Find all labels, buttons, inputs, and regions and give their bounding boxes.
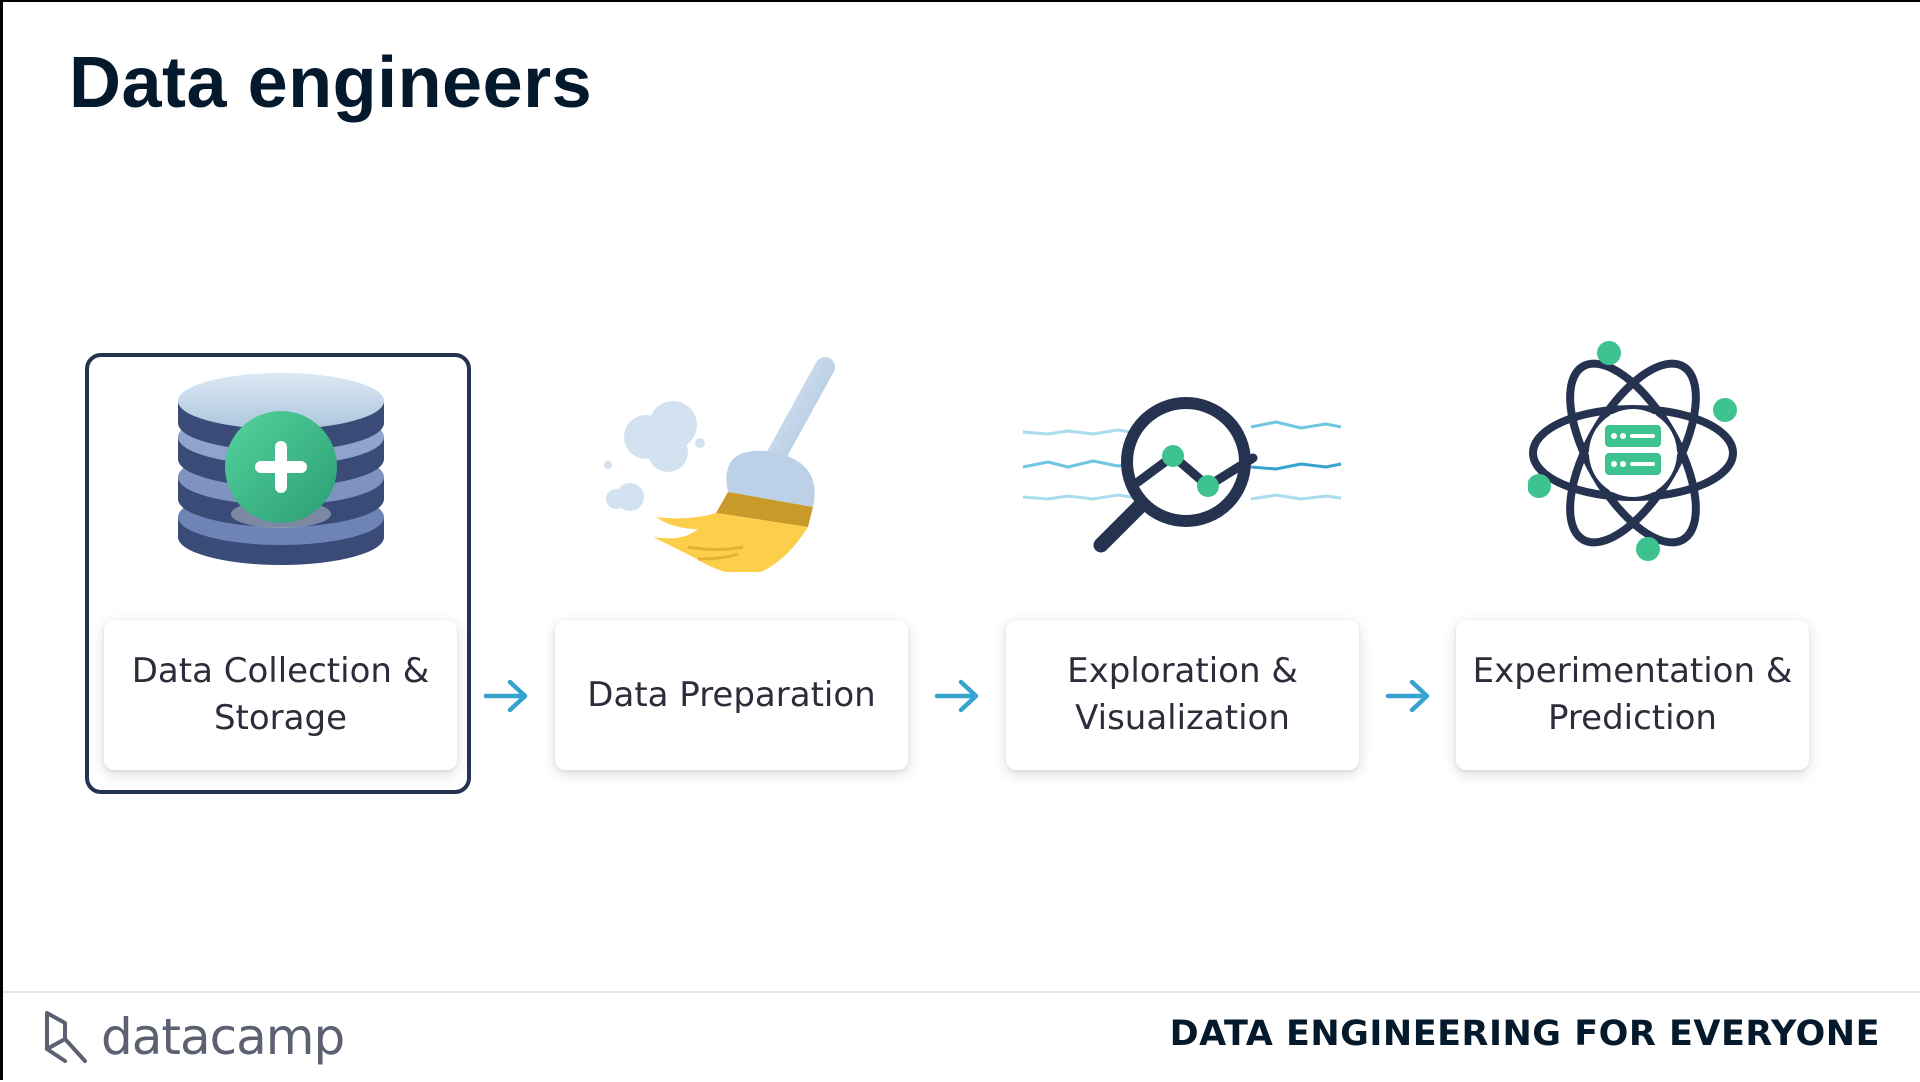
arrow-right-icon bbox=[934, 679, 979, 713]
datacamp-logo: datacamp bbox=[43, 1005, 345, 1069]
step-card-data-preparation: Data Preparation bbox=[555, 620, 908, 770]
database-plus-icon bbox=[178, 373, 384, 565]
atom-server-icon bbox=[1528, 341, 1737, 561]
step-card-data-collection: Data Collection & Storage bbox=[104, 620, 457, 770]
step-label: Data Collection & Storage bbox=[131, 651, 430, 738]
step-label: Exploration & Visualization bbox=[1067, 651, 1298, 738]
slide-title: Data engineers bbox=[69, 43, 593, 123]
logo-text: datacamp bbox=[101, 1008, 345, 1066]
arrow-right-icon bbox=[1385, 679, 1430, 713]
step-card-experimentation: Experimentation & Prediction bbox=[1456, 620, 1809, 770]
highlight-frame bbox=[85, 353, 471, 794]
arrow-right-icon bbox=[483, 679, 528, 713]
datacamp-logo-icon bbox=[45, 1011, 87, 1063]
magnifier-chart-icon bbox=[1022, 397, 1342, 553]
footer-divider bbox=[3, 991, 1920, 993]
broom-icon bbox=[604, 357, 835, 572]
course-title: DATA ENGINEERING FOR EVERYONE bbox=[1169, 1014, 1880, 1054]
step-label: Experimentation & Prediction bbox=[1472, 651, 1793, 738]
pipeline-diagram: Data Collection & Storage Data Preparati… bbox=[3, 2, 1920, 1082]
step-card-exploration: Exploration & Visualization bbox=[1006, 620, 1359, 770]
step-label: Data Preparation bbox=[587, 674, 876, 715]
